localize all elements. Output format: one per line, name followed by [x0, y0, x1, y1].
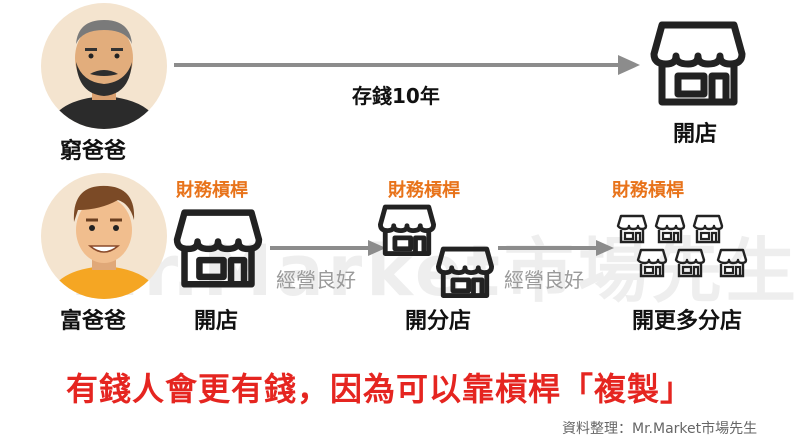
growth-label-2: 經營良好 [504, 268, 584, 292]
poor-dad-arrow-label: 存錢10年 [352, 84, 440, 108]
store-icon [650, 21, 746, 106]
headline: 有錢人會更有錢，因為可以靠槓桿「複製」 [66, 370, 694, 408]
growth-arrow-2 [498, 240, 614, 256]
poor-dad-avatar [41, 3, 167, 129]
leverage-tag-2: 財務槓桿 [388, 180, 460, 201]
growth-arrow-1 [270, 240, 386, 256]
growth-label-1: 經營良好 [276, 268, 356, 292]
stage-1-caption: 開店 [194, 309, 239, 334]
poor-dad-label: 窮爸爸 [60, 139, 127, 164]
store-icon [378, 204, 436, 256]
watermark-text: Mr.Market市場先生 [70, 230, 800, 312]
rich-dad-avatar [41, 173, 167, 299]
poor-dad-result-label: 開店 [673, 122, 718, 147]
poor-dad-arrow [174, 55, 640, 75]
source-credit: 資料整理：Mr.Market市場先生 [562, 421, 758, 437]
store-icon [173, 209, 263, 288]
store-cluster-icon [616, 214, 748, 278]
stage-2-caption: 開分店 [405, 309, 472, 334]
leverage-tag-3: 財務槓桿 [612, 180, 684, 201]
leverage-tag-1: 財務槓桿 [176, 180, 248, 201]
store-icon [436, 246, 494, 298]
stage-3-caption: 開更多分店 [632, 309, 743, 334]
rich-dad-label: 富爸爸 [60, 309, 127, 334]
